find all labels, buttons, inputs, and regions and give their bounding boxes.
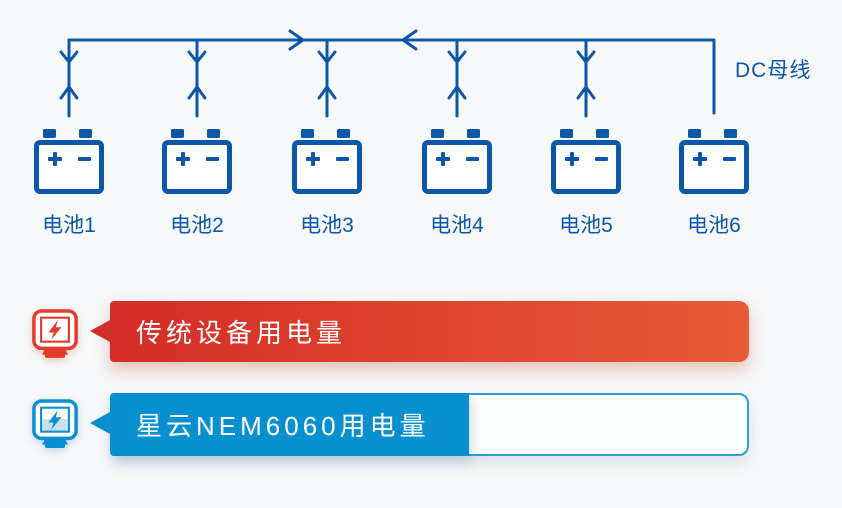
battery-icon	[292, 140, 362, 194]
minus-terminal-icon	[78, 157, 91, 161]
battery-terminal-icon	[43, 129, 56, 138]
battery-terminal-icon	[207, 129, 220, 138]
battery-unit-3: 电池3	[292, 129, 362, 241]
battery-unit-5: 电池5	[551, 129, 621, 241]
battery-terminal-icon	[596, 129, 609, 138]
battery-icon	[551, 140, 621, 194]
arrow-up-icon	[317, 85, 337, 100]
arrow-down-icon	[576, 50, 596, 64]
arrow-down-icon	[187, 50, 207, 64]
plus-terminal-icon	[693, 152, 707, 166]
traditional-power-bar: 传统设备用电量	[110, 301, 749, 362]
minus-terminal-icon	[595, 157, 608, 161]
arrow-down-icon	[317, 50, 337, 64]
minus-terminal-icon	[466, 157, 479, 161]
callout-tail-blue	[90, 412, 110, 434]
traditional-power-label: 传统设备用电量	[136, 318, 347, 348]
battery-unit-4: 电池4	[422, 129, 492, 241]
battery-terminal-icon	[171, 129, 184, 138]
plus-terminal-icon	[48, 152, 62, 166]
plus-terminal-icon	[436, 152, 450, 166]
battery-unit-2: 电池2	[162, 129, 232, 241]
callout-tail-red	[90, 320, 110, 342]
battery-label: 电池3	[300, 214, 354, 237]
dc-bus-line	[67, 38, 716, 115]
arrow-up-icon	[187, 85, 207, 100]
plus-terminal-icon	[565, 152, 579, 166]
battery-icon	[679, 140, 749, 194]
battery-icon	[34, 140, 104, 194]
battery-terminal-icon	[301, 129, 314, 138]
lightning-bolt-icon	[48, 410, 62, 430]
arrow-left-icon	[401, 29, 418, 51]
battery-terminal-icon	[688, 129, 701, 138]
lightning-bolt-icon	[48, 320, 62, 340]
battery-label: 电池5	[559, 214, 613, 237]
plus-terminal-icon	[176, 152, 190, 166]
battery-icon	[422, 140, 492, 194]
battery-terminal-icon	[79, 129, 92, 138]
nem6060-power-bar: 星云NEM6060用电量	[110, 393, 469, 456]
battery-terminal-icon	[467, 129, 480, 138]
power-meter-red-icon	[32, 309, 78, 358]
arrow-down-icon	[59, 50, 79, 64]
battery-label: 电池2	[170, 214, 224, 237]
dc-bus-wiring-graphic	[59, 29, 716, 118]
minus-terminal-icon	[206, 157, 219, 161]
battery-terminal-icon	[337, 129, 350, 138]
plus-terminal-icon	[306, 152, 320, 166]
battery-unit-6: 电池6	[679, 129, 749, 241]
arrow-right-icon	[288, 29, 305, 51]
battery-terminal-icon	[560, 129, 573, 138]
battery-label: 电池4	[430, 214, 484, 237]
battery-terminal-icon	[724, 129, 737, 138]
arrow-up-icon	[576, 85, 596, 100]
arrow-up-icon	[447, 85, 467, 100]
battery-icon	[162, 140, 232, 194]
minus-terminal-icon	[336, 157, 349, 161]
nem6060-power-label: 星云NEM6060用电量	[136, 411, 430, 441]
battery-unit-1: 电池1	[34, 129, 104, 241]
battery-terminal-icon	[431, 129, 444, 138]
battery-label: 电池1	[42, 214, 96, 237]
minus-terminal-icon	[723, 157, 736, 161]
power-meter-blue-icon	[32, 399, 78, 448]
battery-label: 电池6	[687, 214, 741, 237]
dc-bus-label: DC母线	[735, 59, 812, 82]
arrow-down-icon	[447, 50, 467, 64]
arrow-up-icon	[59, 85, 79, 100]
